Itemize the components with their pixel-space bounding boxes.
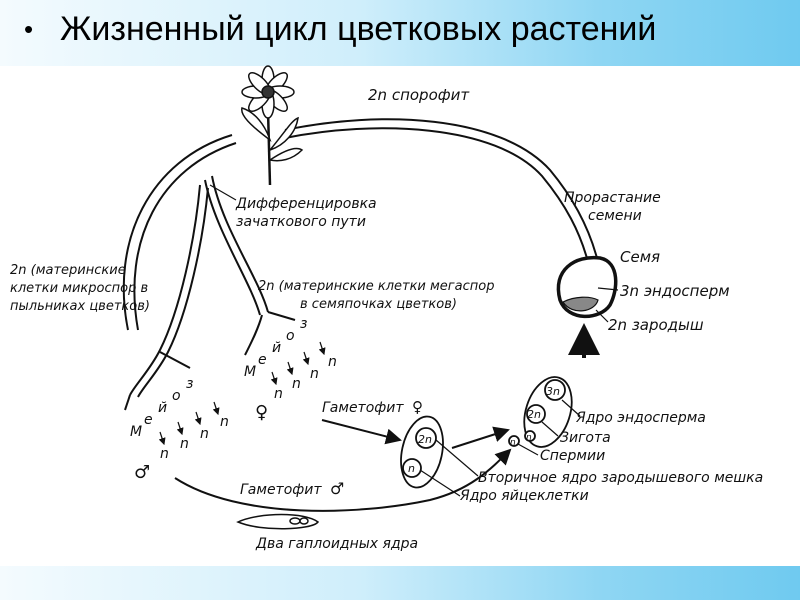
svg-text:♂: ♂: [330, 479, 344, 498]
megaspore-mothers-label: 2n (материнские клетки мегаспор в семяпо…: [258, 279, 494, 312]
slide-footer: [0, 566, 800, 600]
svg-text:n: n: [220, 414, 229, 430]
endosperm-cell: 3n: [546, 385, 560, 398]
svg-text:М: М: [130, 424, 142, 440]
svg-text:n: n: [160, 446, 169, 462]
svg-text:в семяпочках цветков): в семяпочках цветков): [300, 297, 457, 312]
two-haploid-nuclei-label: Два гаплоидных ядра: [255, 536, 418, 552]
sporophyte-label: 2n спорофит: [368, 86, 470, 104]
egg-cell: n: [408, 462, 415, 475]
svg-text:Гаметофит: Гаметофит: [322, 400, 404, 416]
germination-label: Прорастание семени: [564, 190, 661, 224]
egg-nucleus-label: Ядро яйцеклетки: [459, 488, 589, 504]
svg-text:й: й: [272, 340, 281, 356]
svg-text:n: n: [526, 433, 532, 443]
slide-header: • Жизненный цикл цветковых растений: [0, 0, 800, 66]
slide-title: Жизненный цикл цветковых растений: [60, 10, 657, 48]
svg-text:з: з: [186, 376, 193, 392]
endosperm-nucleus-label: Ядро эндосперма: [575, 410, 706, 426]
svg-text:n: n: [328, 354, 337, 370]
female-symbol: ♀: [255, 402, 268, 423]
svg-text:клетки микроспор в: клетки микроспор в: [10, 281, 148, 296]
seed: [556, 255, 618, 319]
svg-text:n: n: [180, 436, 189, 452]
flower-icon: [241, 65, 304, 186]
svg-text:n: n: [510, 438, 516, 448]
svg-text:з: з: [300, 316, 307, 332]
svg-text:о: о: [172, 388, 181, 404]
fertilization-arrow: [451, 426, 510, 449]
zygote-cell: 2n: [527, 408, 541, 421]
svg-text:е: е: [258, 352, 267, 368]
svg-text:семени: семени: [588, 208, 642, 224]
microspore-mothers-label: 2n (материнские клетки микроспор в пыльн…: [10, 263, 150, 314]
pollen-grain: [236, 513, 320, 530]
svg-text:Гаметофит: Гаметофит: [240, 482, 322, 498]
differentiation-label: Дифференцировка зачаткового пути: [209, 184, 377, 230]
title-bullet: •: [24, 14, 34, 44]
svg-text:пыльниках цветков): пыльниках цветков): [10, 299, 150, 314]
embryo-label: 2n зародыш: [608, 316, 704, 334]
sporophyte-loop: [122, 118, 599, 331]
embryo-sac: [400, 415, 444, 489]
svg-text:М: М: [244, 364, 256, 380]
male-symbol: ♂: [134, 462, 150, 483]
svg-text:о: о: [286, 328, 295, 344]
svg-text:й: й: [158, 400, 167, 416]
meiosis-male: М е й о з n n n n ♂: [130, 376, 229, 483]
secondary-nucleus-cell: 2n: [418, 433, 432, 446]
svg-text:2n (материнские: 2n (материнские: [10, 263, 126, 278]
male-gametophyte-arrow: Гаметофит ♂: [174, 448, 512, 512]
svg-text:♀: ♀: [412, 398, 423, 416]
sperms-label: Спермии: [540, 448, 605, 464]
svg-text:е: е: [144, 412, 153, 428]
seed-label: Семя: [620, 248, 660, 266]
svg-text:Прорастание: Прорастание: [564, 190, 661, 206]
svg-text:n: n: [274, 386, 283, 402]
svg-text:n: n: [292, 376, 301, 392]
endosperm-label: 3n эндосперм: [620, 282, 730, 300]
secondary-nucleus-label: Вторичное ядро зародышевого мешка: [478, 470, 763, 486]
meiosis-female: М е й о з n n n n ♀: [244, 316, 337, 423]
svg-text:n: n: [200, 426, 209, 442]
female-gametophyte-arrow: Гаметофит ♀: [321, 398, 423, 445]
svg-text:2n (материнские клетки мегаспо: 2n (материнские клетки мегаспор: [258, 279, 494, 294]
germline-branches: [124, 175, 296, 411]
svg-text:n: n: [310, 366, 319, 382]
fertilized-ovule: [508, 376, 573, 448]
svg-text:зачаткового пути: зачаткового пути: [236, 214, 366, 230]
zygote-label: Зигота: [560, 430, 611, 446]
svg-text:Дифференцировка: Дифференцировка: [235, 196, 377, 212]
